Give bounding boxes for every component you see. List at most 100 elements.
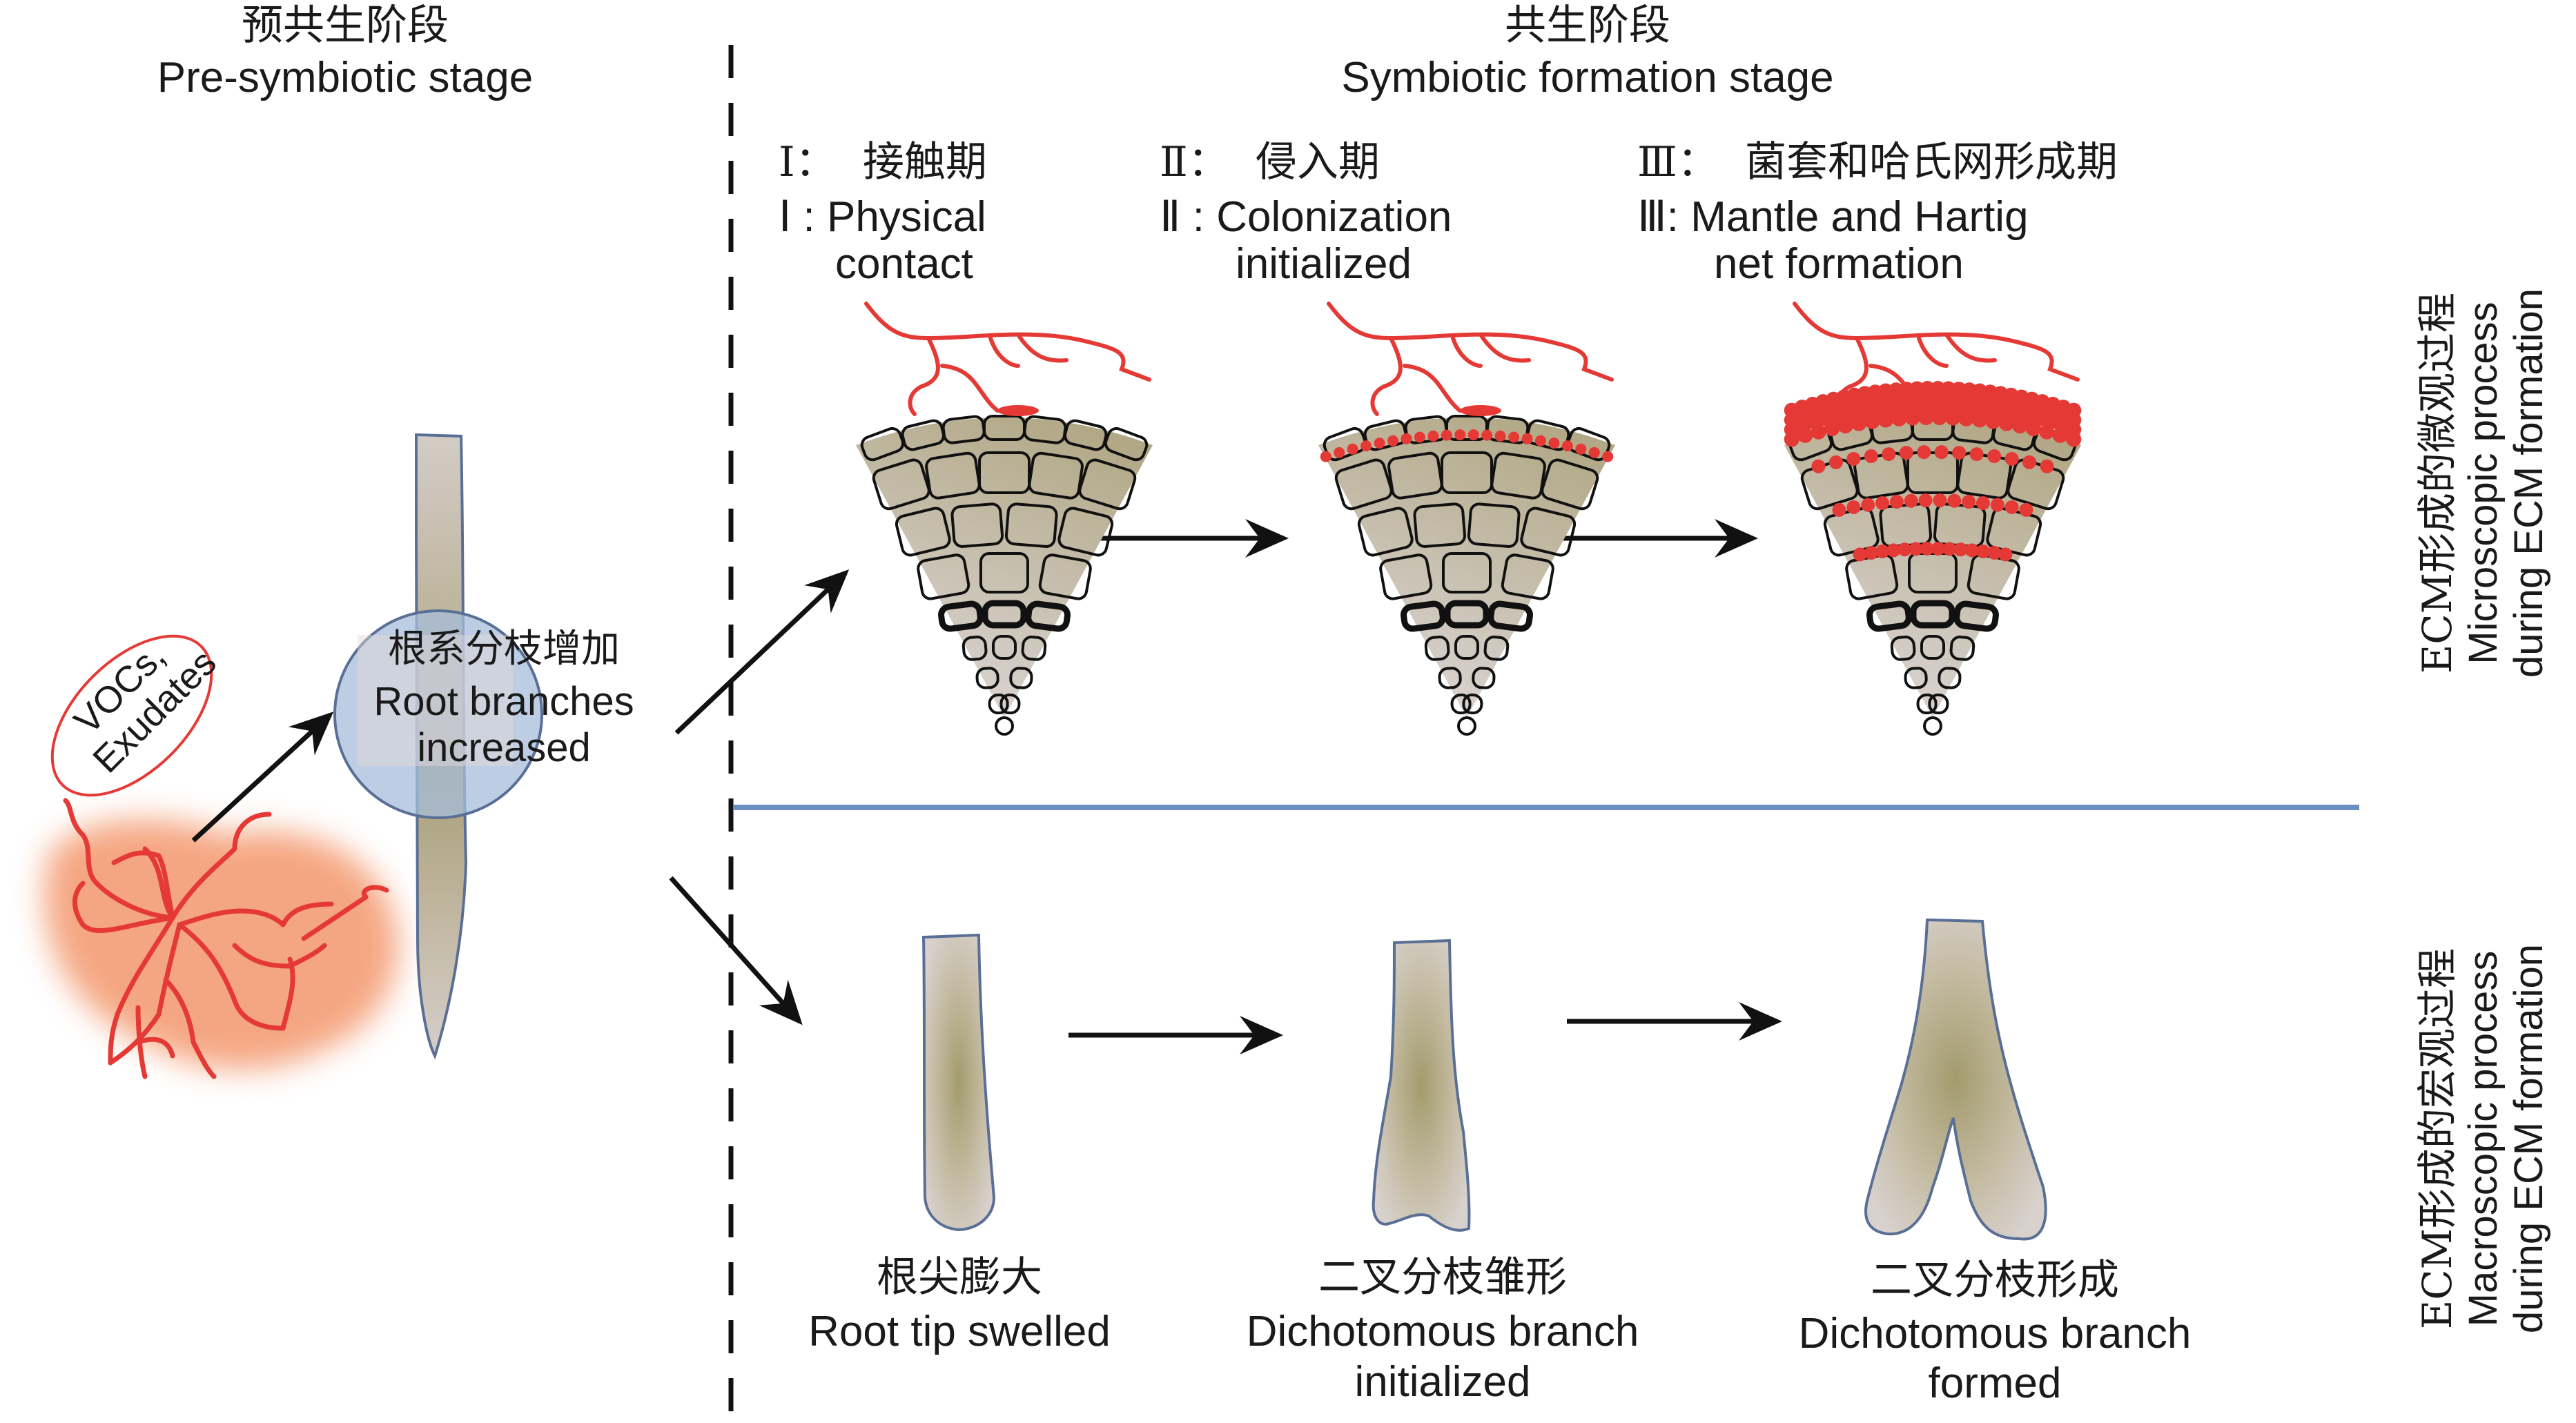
hyphae (1327, 302, 1614, 416)
hypha-contact (1460, 405, 1501, 416)
cell (860, 426, 905, 462)
cell (1890, 636, 1916, 661)
cell (1078, 458, 1137, 511)
cell (1454, 635, 1479, 660)
cell (962, 636, 988, 661)
macro-3-label-zh: 二叉分枝形成 (1871, 1256, 2119, 1304)
cell (1357, 507, 1414, 557)
cell (1938, 667, 1962, 689)
cell (1501, 553, 1554, 600)
cell (1462, 694, 1483, 715)
micro-side-label-en-1: Microscopic process (2460, 302, 2506, 665)
macro-3-label-en-2: formed (1928, 1360, 2062, 1407)
macro-2-label-en: Dichotomous branch (1246, 1308, 1639, 1355)
root-branch-bubble (333, 609, 543, 819)
cell (988, 694, 1009, 715)
cell (1442, 552, 1492, 593)
stage-1-label-zh: Ⅰ： 接触期 (779, 138, 987, 186)
arrow-to-micro (674, 569, 850, 735)
cell (1956, 451, 2012, 500)
pre-symbiotic-title-zh: 预共生阶段 (242, 1, 449, 50)
cell (938, 600, 984, 632)
micro-side-label-zh: ECM形成的微观过程 (2414, 292, 2461, 674)
cell (1457, 716, 1476, 736)
macro-root-tip-formed (1864, 918, 2047, 1241)
cell (1910, 600, 1955, 629)
cell (1472, 667, 1496, 689)
cell (1424, 636, 1450, 661)
cell (1450, 694, 1472, 715)
arrow-signal-to-root (191, 712, 334, 843)
cell (992, 635, 1017, 660)
cell (978, 451, 1031, 494)
cell (1104, 426, 1149, 462)
fungal-mycelium (43, 798, 399, 1079)
cell (1438, 667, 1462, 689)
cell (982, 600, 1027, 629)
cell (1953, 600, 1999, 632)
cell (917, 553, 970, 600)
cell (1021, 636, 1047, 661)
root-section-stage-3 (1784, 302, 2082, 736)
cell (1467, 502, 1521, 548)
micro-side-label-en-2: during ECM formation (2506, 288, 2552, 678)
symbiotic-title-en: Symbiotic formation stage (1341, 54, 1834, 101)
macro-side-label-en-1: Macroscopic process (2460, 950, 2506, 1327)
cell (975, 667, 999, 689)
cell (1334, 458, 1393, 511)
cell (999, 694, 1021, 715)
bubble-label-backdrop (358, 635, 513, 766)
macro-side-label-zh: ECM形成的宏观过程 (2414, 948, 2461, 1330)
macro-side-label-en-2: during ECM formation (2506, 943, 2552, 1334)
stage-2-label-en-2: initialized (1236, 240, 1412, 288)
cell (1904, 667, 1928, 689)
cell (1025, 600, 1071, 632)
macro-root-tip-swelled (921, 933, 996, 1232)
cell (1916, 694, 1938, 715)
cell (1906, 451, 1959, 494)
stage-3-label-en-2: net formation (1714, 240, 1964, 288)
cell (1487, 600, 1533, 632)
cell (950, 502, 1004, 548)
cell (872, 458, 930, 511)
macro-1-label-en: Root tip swelled (808, 1308, 1111, 1355)
macro-1-label-zh: 根尖膨大 (877, 1253, 1042, 1302)
cell (1920, 635, 1945, 660)
macro-3-label-en: Dichotomous branch (1798, 1310, 2192, 1357)
cell (1541, 458, 1599, 511)
micro-side-label: ECM形成的微观过程 Microscopic process during EC… (2414, 242, 2553, 725)
mantle-hartig-dots (1784, 381, 2082, 562)
cell (1038, 553, 1092, 600)
stage-1-label-en-2: contact (835, 240, 973, 288)
cell (1853, 451, 1909, 500)
symbiotic-title-zh: 共生阶段 (1505, 1, 1670, 50)
cell (1413, 502, 1467, 548)
cell (1923, 716, 1942, 736)
cell (895, 507, 951, 557)
root-branches-label-zh: 根系分枝增加 (388, 627, 620, 671)
cell (1004, 502, 1058, 548)
macro-2-label-en-2: initialized (1354, 1358, 1531, 1406)
cell (1444, 600, 1490, 629)
cell (1028, 451, 1084, 500)
signal-ellipse (50, 634, 213, 797)
hyphae (864, 302, 1151, 416)
stage-2-label-zh: Ⅱ： 侵入期 (1160, 138, 1380, 186)
cell (979, 552, 1029, 593)
stage-1-label-en: Ⅰ : Physical (779, 193, 986, 241)
macro-2-label-zh: 二叉分枝雏形 (1318, 1253, 1567, 1302)
cell (1401, 600, 1446, 632)
colonization-dots (1320, 429, 1614, 462)
root-branches-label-en-2: increased (417, 725, 591, 770)
macro-side-label: ECM形成的宏观过程 Macroscopic process during EC… (2414, 883, 2553, 1394)
cell (1908, 552, 1958, 593)
stage-3-label-zh: Ⅲ： 菌套和哈氏网形成期 (1637, 138, 2118, 186)
cell (1387, 451, 1443, 500)
hypha-contact (997, 405, 1039, 416)
cell (1009, 667, 1033, 689)
stage-2-label-en: Ⅱ : Colonization (1160, 193, 1452, 241)
cell (1379, 553, 1433, 600)
cell (1490, 451, 1546, 500)
stage-3-label-en: Ⅲ: Mantle and Hartig (1637, 193, 2029, 241)
